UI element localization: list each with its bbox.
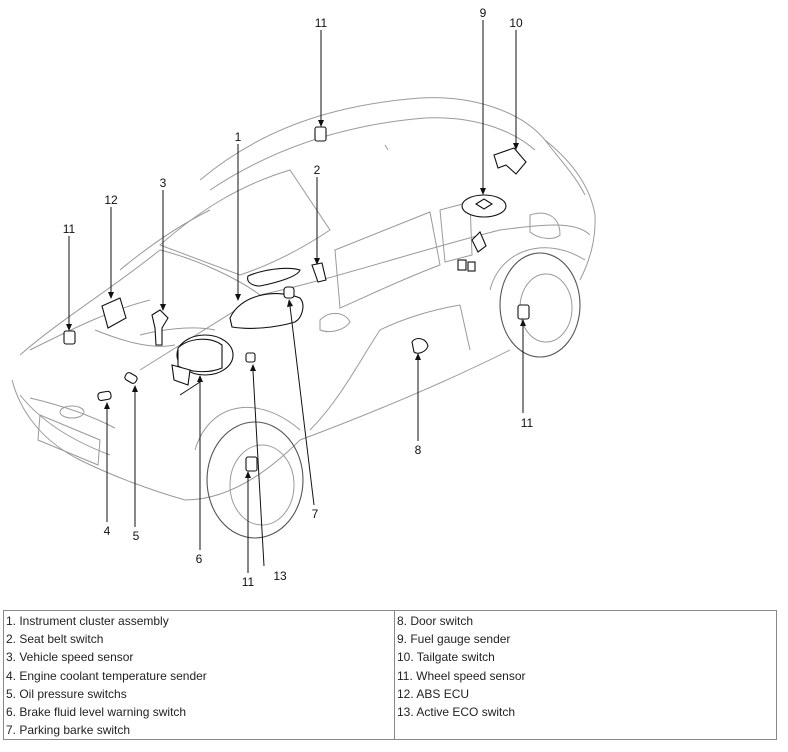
legend-table: 1. Instrument cluster assembly 2. Seat b… (3, 610, 777, 740)
callout-4: 4 (104, 524, 111, 538)
seat-belt-switch-part (311, 262, 327, 283)
legend-item: 11. Wheel speed sensor (397, 668, 526, 683)
callout-5: 5 (133, 529, 140, 543)
wheel-speed-sensor-front-left-part (63, 330, 76, 345)
legend-item: 3. Vehicle speed sensor (6, 650, 134, 665)
active-eco-switch-part (245, 352, 256, 363)
legend-item: 4. Engine coolant temperature sender (6, 668, 207, 683)
callout-11-rear: 11 (521, 416, 534, 430)
legend-column-right: 8. Door switch 9. Fuel gauge sender 10. … (395, 611, 776, 739)
legend-item: 2. Seat belt switch (6, 632, 104, 647)
wheel-speed-sensor-rear-part (517, 304, 530, 320)
wheel-speed-sensor-front-bottom-part (245, 456, 258, 472)
wheel-speed-sensor-top-part (314, 126, 327, 142)
legend-column-left: 1. Instrument cluster assembly 2. Seat b… (4, 611, 395, 739)
oil-pressure-switch-part (124, 372, 138, 384)
callout-11-front-bottom: 11 (242, 575, 255, 589)
legend-item: 9. Fuel gauge sender (397, 632, 511, 647)
parking-brake-switch-part (283, 286, 295, 299)
legend-item: 6. Brake fluid level warning switch (6, 704, 187, 719)
door-switch-part (411, 337, 429, 354)
callout-2: 2 (314, 163, 321, 177)
callout-13: 13 (273, 569, 287, 583)
callout-11-front-left: 11 (63, 222, 76, 236)
components (63, 126, 530, 472)
callout-12: 12 (104, 193, 118, 207)
vehicle-speed-sensor-part (151, 309, 169, 346)
instrument-cluster-part (229, 293, 304, 329)
legend-item: 13. Active ECO switch (397, 704, 516, 719)
fuel-gauge-float-part (471, 231, 487, 253)
leader-lines (66, 20, 526, 573)
callout-7: 7 (312, 507, 319, 521)
legend-item: 1. Instrument cluster assembly (6, 614, 169, 628)
abs-ecu-part (101, 297, 127, 329)
legend-item: 10. Tailgate switch (397, 650, 495, 665)
legend-item: 5. Oil pressure switchs (6, 686, 127, 701)
callout-6: 6 (196, 552, 203, 566)
dashboard-panel-part (247, 267, 301, 287)
legend-item: 12. ABS ECU (397, 686, 470, 701)
callout-1: 1 (235, 130, 242, 144)
callout-labels: 11 1 2 3 12 11 9 10 11 8 7 4 5 6 13 11 (63, 6, 534, 589)
car-component-location-diagram: 11 1 2 3 12 11 9 10 11 8 7 4 5 6 13 11 (11, 6, 596, 589)
tailgate-switch-part (493, 147, 527, 175)
callout-8: 8 (415, 443, 422, 457)
legend-item: 8. Door switch (397, 614, 474, 628)
coolant-temperature-sender-part (97, 390, 112, 402)
legend-item: 7. Parking barke switch (6, 723, 131, 738)
callout-11-top: 11 (315, 16, 328, 30)
callout-3: 3 (160, 176, 167, 190)
callout-10: 10 (509, 16, 523, 30)
callout-9: 9 (480, 6, 487, 20)
